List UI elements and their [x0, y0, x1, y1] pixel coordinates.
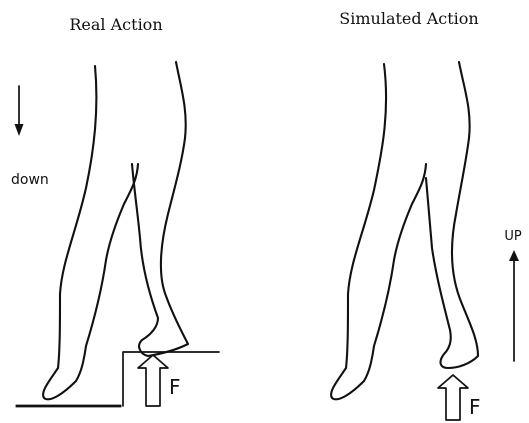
right-panel: Simulated Action UP F — [331, 9, 522, 420]
direction-label-down: down — [11, 172, 49, 188]
force-arrow-outline — [438, 375, 468, 420]
down-arrow-head — [15, 124, 24, 136]
left-panel: Real Action down F — [11, 15, 219, 406]
rear-leg — [43, 66, 138, 399]
up-arrow-icon — [509, 250, 519, 361]
left-panel-title: Real Action — [69, 15, 162, 34]
front-leg — [426, 62, 478, 368]
rear-leg — [331, 64, 426, 399]
direction-label-up: UP — [504, 229, 522, 244]
force-label: F — [469, 395, 481, 419]
right-panel-title: Simulated Action — [339, 9, 478, 28]
force-arrow-outline — [138, 355, 168, 406]
down-arrow-icon — [15, 86, 24, 136]
front-leg — [132, 62, 188, 356]
force-arrow-icon — [438, 375, 468, 420]
force-arrow-icon — [138, 355, 168, 406]
stair-step — [17, 352, 219, 406]
force-label: F — [169, 375, 181, 399]
